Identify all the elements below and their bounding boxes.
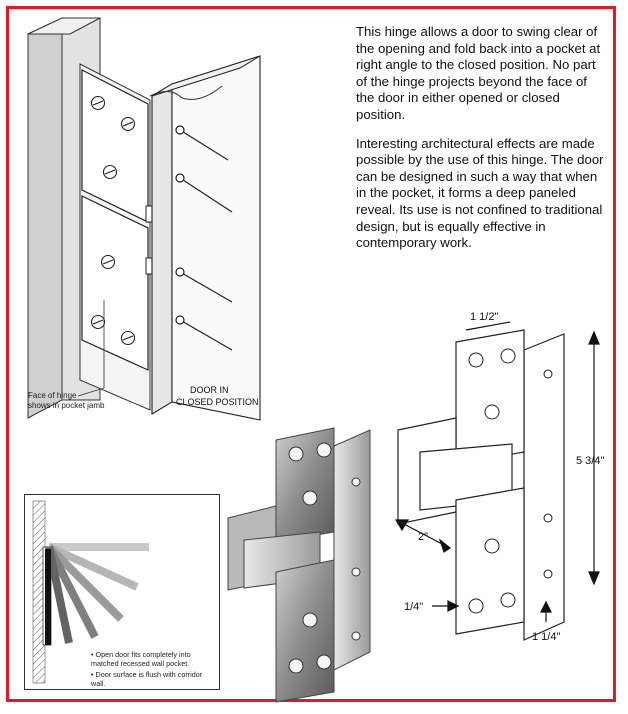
dim-depth-line <box>399 521 447 547</box>
shaded-hinge-render <box>227 427 371 703</box>
dim-base-width-label: 1 1/4" <box>532 631 560 643</box>
door-closed-label: DOOR IN <box>190 385 229 395</box>
dim-top-width-label: 1 1/2" <box>470 311 498 323</box>
dim-depth-label: 2" <box>418 531 428 543</box>
drawing-top-leaf <box>455 329 525 465</box>
door-swing-arcs <box>45 543 149 644</box>
door-swing-diagram <box>32 500 149 684</box>
door-closed-label-2: CLOSED POSITION <box>176 397 259 407</box>
drawing-back-plate <box>523 333 565 641</box>
face-of-hinge-label: Face of hinge <box>28 391 77 400</box>
dim-height-label: 5 3/4" <box>576 455 604 467</box>
face-of-hinge-leader <box>77 300 105 397</box>
render-screws <box>288 442 361 674</box>
description-paragraph-2: Interesting architectural effects are ma… <box>356 135 604 251</box>
door-swing-inset: • Open door fits completely into matched… <box>24 494 220 690</box>
leaf-screws <box>90 95 136 346</box>
jamb-curve <box>149 85 223 100</box>
face-of-hinge-label-2: shows in pocket jamb <box>28 401 105 410</box>
drawing-screws <box>468 348 553 614</box>
drawing-bottom-leaf <box>455 487 525 635</box>
dim-top-line <box>465 321 511 331</box>
hinge-description: This hinge allows a door to swing clear … <box>356 24 606 264</box>
red-border-frame <box>6 6 616 702</box>
description-paragraph-1: This hinge allows a door to swing clear … <box>356 24 601 122</box>
inset-note-1: • Open door fits completely into matched… <box>91 650 191 668</box>
door-screws <box>175 125 233 351</box>
door-slab-top <box>151 55 261 97</box>
door-in-pocket <box>45 549 51 645</box>
inset-note-2: • Door surface is flush with corridor wa… <box>91 670 203 688</box>
jamb-top <box>27 17 101 35</box>
dim-offset-label: 1/4" <box>404 601 423 613</box>
